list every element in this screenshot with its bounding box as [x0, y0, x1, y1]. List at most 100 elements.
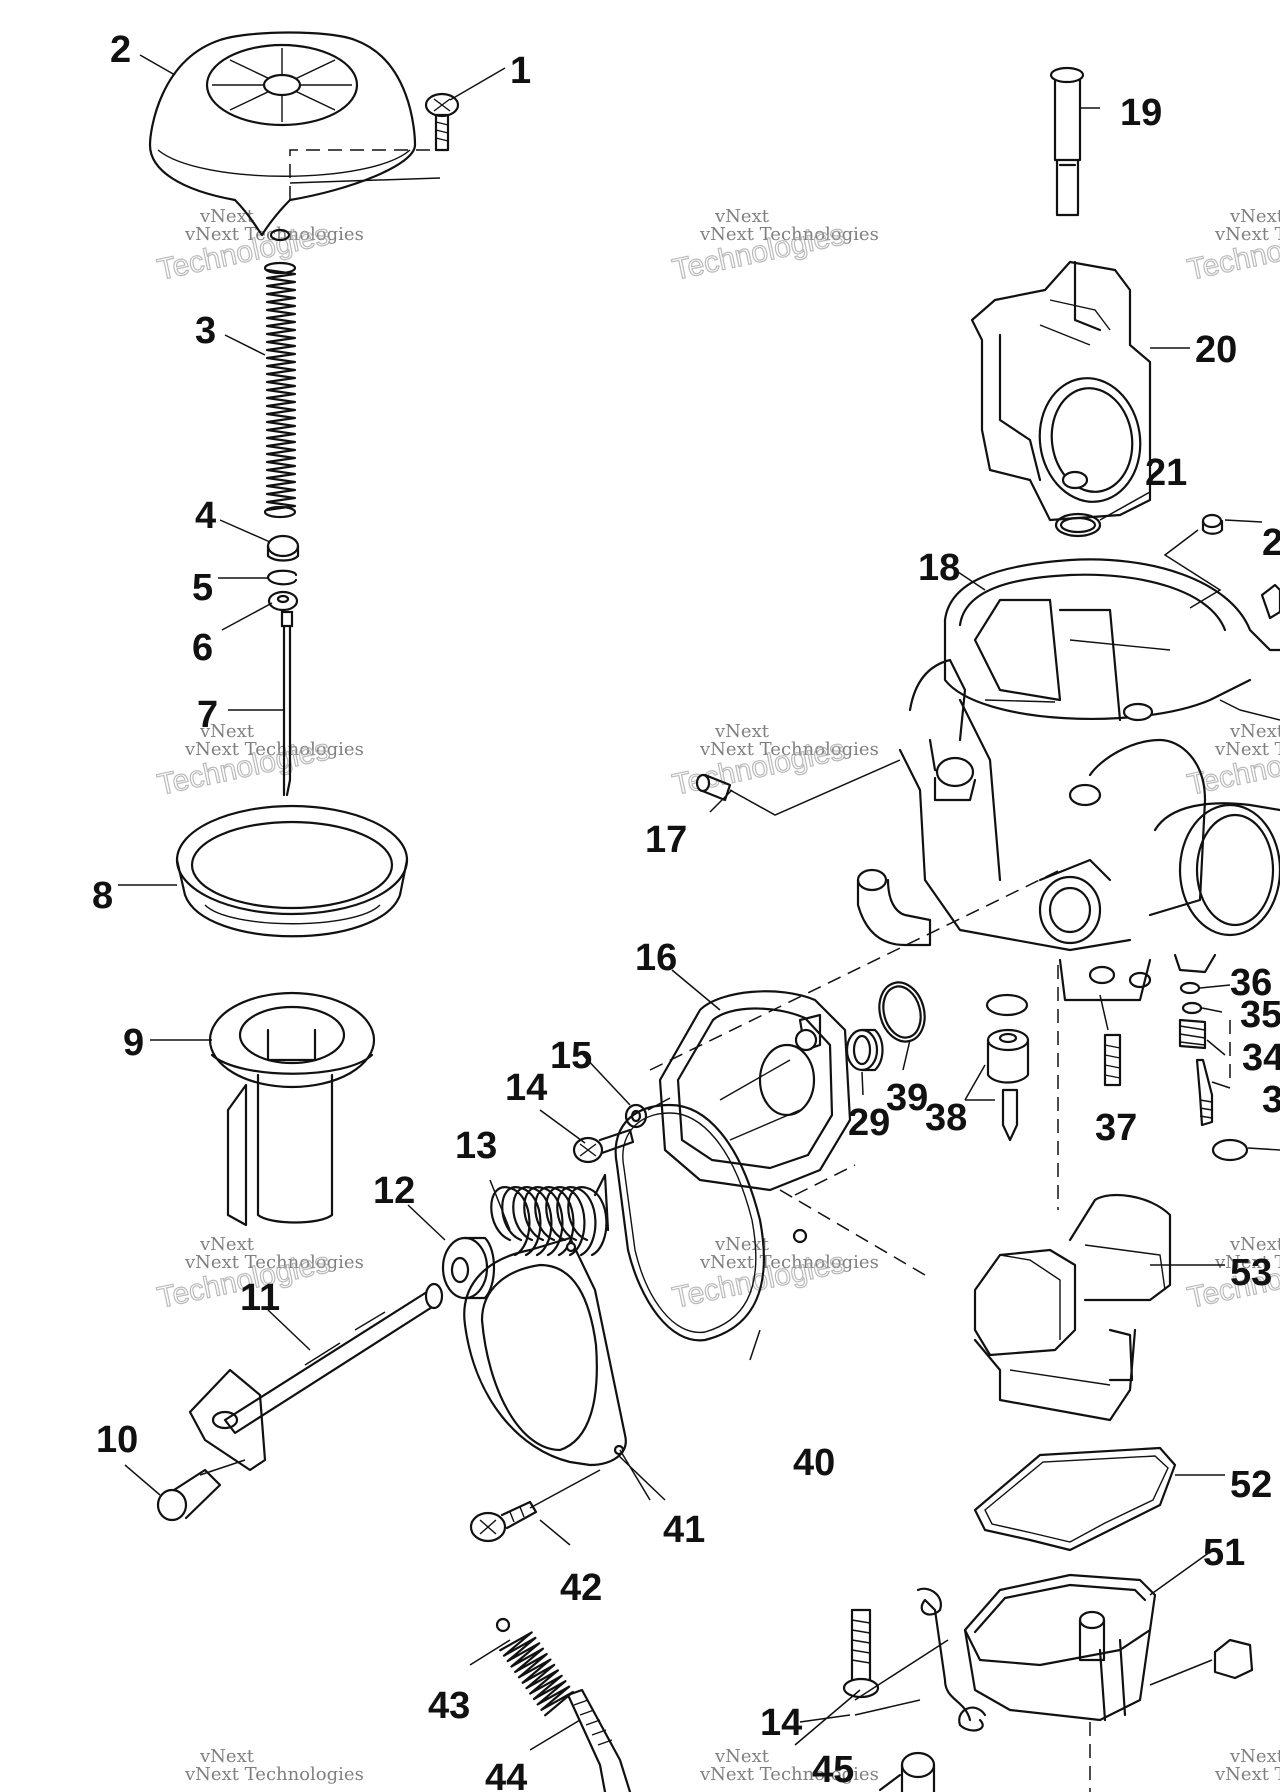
part-32-cap — [1211, 1138, 1280, 1162]
callout-52: 52 — [1230, 1464, 1272, 1506]
watermark-line1: vNext — [1229, 206, 1280, 227]
callout-37: 37 — [1095, 1107, 1137, 1149]
part-20-top-housing — [970, 260, 1152, 522]
callout-11: 11 — [240, 1277, 280, 1319]
watermark-line2: vNext Technologies — [184, 1252, 364, 1273]
watermark-line1: vNext — [199, 721, 255, 742]
watermark-line1: vNext — [714, 1746, 770, 1767]
part-6-washer — [267, 590, 299, 612]
callout-2: 2 — [110, 29, 131, 71]
watermark-line2: vNext Technologies — [184, 1764, 364, 1785]
part-14-screw-lower — [842, 1608, 880, 1699]
watermark-line2: vNext Technologies — [184, 739, 364, 760]
watermark-line1: vNext — [714, 721, 770, 742]
watermark: vNext vNext Technologies Technologies — [154, 721, 364, 802]
part-21-o-ring — [1054, 512, 1102, 538]
part-52-gasket — [973, 1446, 1225, 1552]
callout-3: 3 — [195, 310, 216, 352]
callout-18: 18 — [918, 547, 960, 589]
callout-6: 6 — [192, 627, 213, 669]
part-1-screw — [289, 92, 460, 184]
watermark: vNext vNext Technologies — [699, 1746, 879, 1785]
watermark-line2: vNext Technologies — [699, 224, 879, 245]
part-38-needle-valve — [964, 993, 1030, 1142]
callout-1: 1 — [510, 50, 531, 92]
part-36-o-ring — [1179, 981, 1201, 995]
part-42-screw — [469, 1469, 601, 1543]
callout-44: 44 — [485, 1757, 527, 1792]
watermark-line1: vNext — [1229, 1234, 1280, 1255]
watermark: vNext vNext Technologies — [184, 1746, 364, 1785]
part-41-cover — [463, 1236, 651, 1501]
callout-41: 41 — [663, 1509, 705, 1551]
watermark-line1: vNext — [1229, 1746, 1280, 1767]
callout-53: 53 — [1230, 1252, 1272, 1294]
callout-14-lower: 14 — [760, 1702, 802, 1744]
callout-38: 38 — [925, 1097, 967, 1139]
watermark-line2: vNext Technologies — [184, 224, 364, 245]
callout-4: 4 — [195, 495, 216, 537]
callout-35: 35 — [1240, 994, 1280, 1036]
watermark-line2: vNext Technologies — [699, 1764, 879, 1785]
leader-lines — [118, 54, 1231, 1751]
callout-42: 42 — [560, 1567, 602, 1609]
watermark-line1: vNext — [199, 1234, 255, 1255]
part-11-throttle-shaft — [188, 1282, 444, 1472]
callout-10: 10 — [96, 1419, 138, 1461]
part-39-o-ring — [878, 981, 926, 1043]
part-35-washer — [1181, 1001, 1203, 1015]
part-22-fitting — [1163, 513, 1280, 721]
part-17-screw — [695, 759, 901, 816]
watermark-line2: vNext Technologies — [1214, 739, 1280, 760]
watermark: vNext vNext Technologies Technologies — [669, 206, 879, 287]
part-51-float-bowl — [963, 1551, 1254, 1722]
callout-40: 40 — [793, 1442, 835, 1484]
part-10-screw — [156, 1459, 246, 1522]
part-44-idle-screw — [566, 1688, 632, 1792]
callout-8: 8 — [92, 875, 113, 917]
watermark-line2: vNext Technologies — [1214, 1764, 1280, 1785]
part-4-spring-seat — [266, 534, 300, 562]
part-5-clip — [266, 569, 298, 586]
callout-15: 15 — [550, 1035, 592, 1077]
callout-21: 21 — [1145, 452, 1187, 494]
part-53-float — [973, 1193, 1225, 1422]
callout-17: 17 — [645, 819, 687, 861]
callout-12: 12 — [373, 1170, 415, 1212]
callout-16: 16 — [635, 937, 677, 979]
callout-45: 45 — [812, 1749, 854, 1791]
part-45-drain-fitting — [878, 1751, 936, 1792]
part-40-gasket — [614, 1103, 765, 1342]
watermark: vNext vNext Technologies Technologies — [1184, 721, 1280, 802]
part-29-ring — [845, 1028, 884, 1072]
callout-7: 7 — [197, 694, 218, 736]
callout-13: 13 — [455, 1125, 497, 1167]
watermark: vNext vNext Technologies — [1214, 1746, 1280, 1785]
watermark-line1: vNext — [199, 206, 255, 227]
callout-39: 39 — [886, 1077, 928, 1119]
callout-14-upper: 14 — [505, 1067, 547, 1109]
callout-34: 34 — [1242, 1037, 1280, 1079]
watermark: vNext vNext Technologies Technologies — [669, 1234, 879, 1315]
callout-29: 29 — [848, 1102, 890, 1144]
callout-5: 5 — [192, 567, 213, 609]
part-37-jet — [1099, 994, 1122, 1087]
part-7-jet-needle — [280, 610, 294, 797]
callout-36: 36 — [1230, 962, 1272, 1004]
watermark-line2: vNext Technologies — [1214, 1252, 1280, 1273]
assembly-lines — [289, 149, 1231, 1792]
part-9-throttle-slide — [208, 991, 376, 1227]
part-19-plunger — [1049, 66, 1085, 217]
part-43-spring — [495, 1617, 575, 1717]
watermark: vNext vNext Technologies Technologies — [1184, 206, 1280, 287]
callout-19: 19 — [1120, 92, 1162, 134]
watermark-line2: vNext Technologies — [699, 1252, 879, 1273]
part-14-screw-upper — [572, 1128, 635, 1164]
callout-9: 9 — [123, 1022, 144, 1064]
small-ball — [792, 1228, 808, 1244]
part-34-spring — [1178, 1018, 1207, 1050]
part-3-spring — [263, 261, 297, 519]
callouts: 1 2 3 4 5 6 7 8 9 10 11 12 13 14 15 16 1… — [92, 29, 1280, 1792]
callout-20: 20 — [1195, 329, 1237, 371]
